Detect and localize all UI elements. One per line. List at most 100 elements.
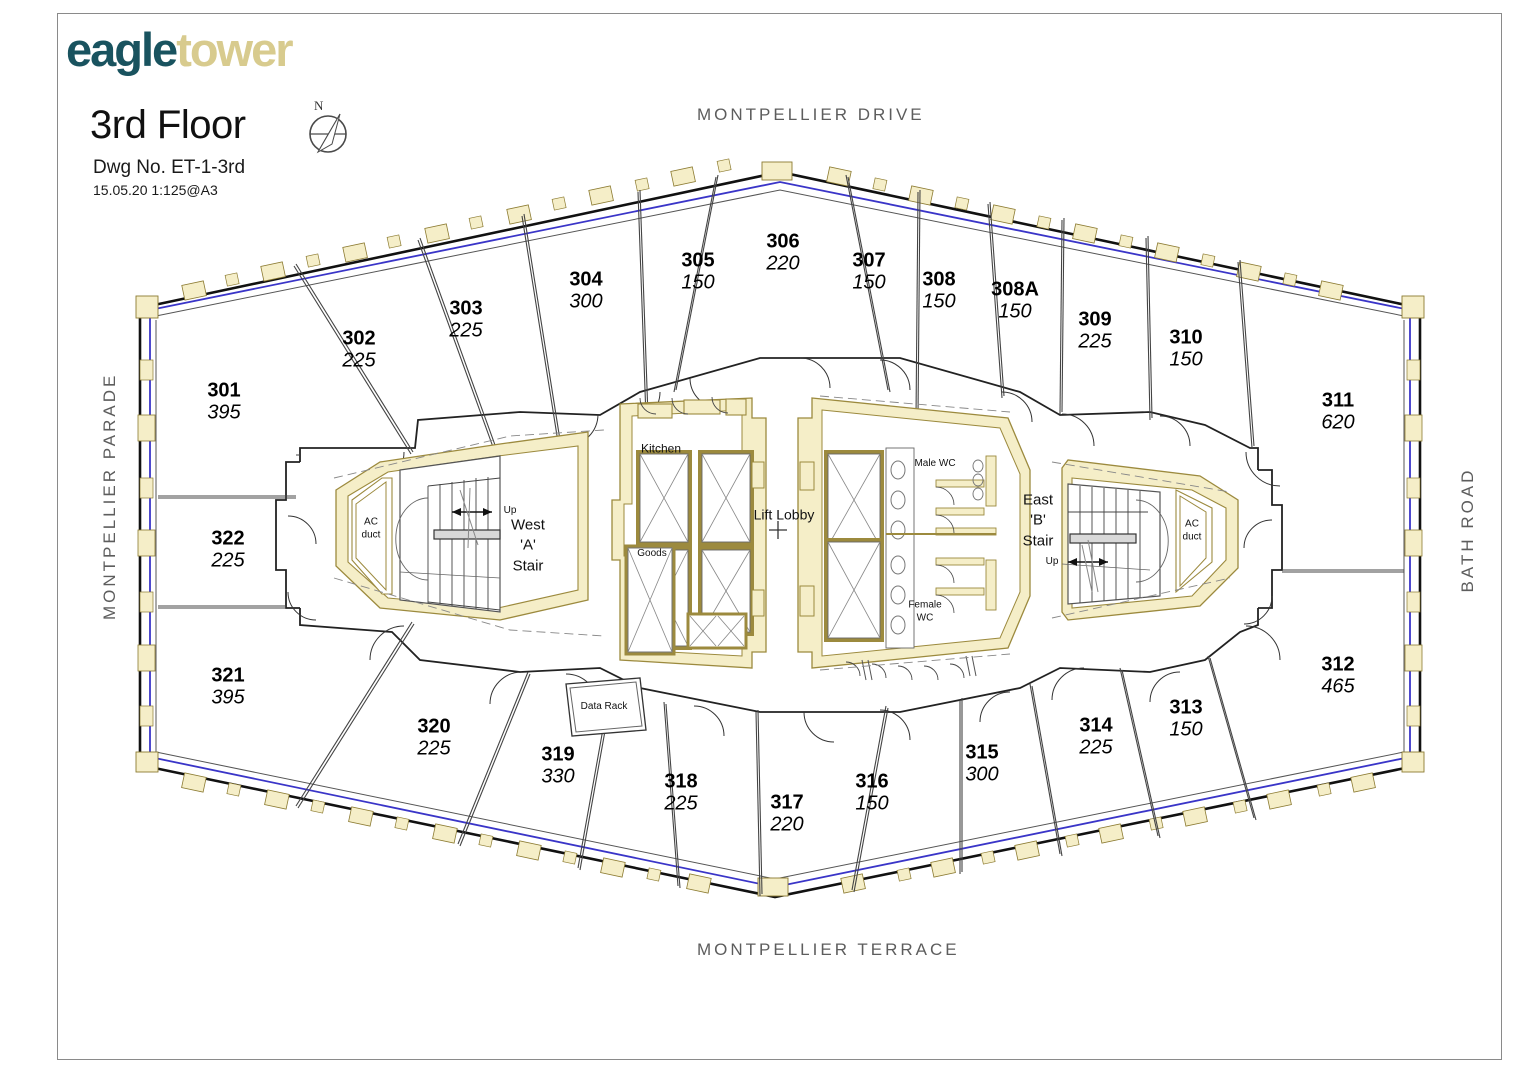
- room-area: 300: [965, 764, 999, 786]
- room-number: 313: [1169, 696, 1203, 719]
- north-arrow-icon: N: [300, 98, 362, 166]
- core-label-east-stair: East 'B' Stair: [1022, 491, 1054, 550]
- wc-block: [885, 447, 997, 649]
- room-area: 150: [1169, 719, 1203, 741]
- core-setting-out-lines: [333, 395, 1231, 671]
- compass-rose-icon: [309, 113, 347, 154]
- core-label-ac-duct-west: AC duct: [361, 516, 381, 541]
- data-rack-room: [565, 677, 647, 737]
- office-partitions: [158, 174, 1404, 897]
- room-area: 465: [1321, 676, 1355, 698]
- room-area: 225: [417, 738, 451, 760]
- room-area: 220: [766, 253, 800, 275]
- room-area: 225: [211, 550, 245, 572]
- street-label-montpellier-drive: MONTPELLIER DRIVE: [697, 105, 925, 124]
- room-area: 225: [1079, 737, 1113, 759]
- core-label-male-wc: Male WC: [914, 457, 956, 469]
- room-area: 220: [770, 814, 804, 836]
- page-title: 3rd Floor: [90, 103, 246, 147]
- room-number: 308: [922, 268, 956, 291]
- room-number: 322: [211, 527, 245, 550]
- room-number: 311: [1321, 389, 1355, 412]
- room-area: 330: [541, 766, 575, 788]
- room-area: 150: [1169, 349, 1203, 371]
- room-number: 317: [770, 791, 804, 814]
- room-number: 314: [1079, 714, 1113, 737]
- room-number: 316: [855, 770, 889, 793]
- west-stair-core: [335, 431, 589, 621]
- room-area: 225: [664, 793, 698, 815]
- corridor-wall: [275, 357, 1283, 713]
- room-area: 300: [569, 291, 603, 313]
- goods-lift: [624, 544, 676, 656]
- room-area: 225: [449, 320, 483, 342]
- eagle-tower-logo: eagletower: [66, 23, 294, 76]
- room-number: 319: [541, 743, 575, 766]
- lift-shafts-east: [824, 450, 884, 642]
- core-label-goods: Goods: [637, 547, 667, 559]
- room-number: 308A: [991, 278, 1039, 301]
- east-stair-core: [1061, 459, 1239, 621]
- room-area: 150: [922, 291, 956, 313]
- curtain-wall-mullions: [135, 158, 1425, 897]
- room-area: 225: [342, 350, 376, 372]
- room-number: 302: [342, 327, 376, 350]
- room-area: 225: [1078, 331, 1112, 353]
- core-label-female-wc: Female WC: [908, 599, 942, 624]
- room-number: 321: [211, 664, 245, 687]
- room-number: 305: [681, 249, 715, 272]
- core-label-kitchen: Kitchen: [640, 441, 682, 456]
- core-label-lift-lobby: Lift Lobby: [753, 506, 815, 523]
- room-area: 150: [998, 301, 1032, 323]
- logo-word-eagle: eagle: [66, 23, 178, 76]
- drawing-date-scale: 15.05.20 1:125@A3: [93, 182, 218, 198]
- core-label-west-stair: West 'A' Stair: [511, 516, 545, 575]
- room-area: 150: [852, 272, 886, 294]
- room-number: 320: [417, 715, 451, 738]
- core-label-up-east: Up: [1045, 555, 1059, 567]
- street-label-montpellier-terrace: MONTPELLIER TERRACE: [697, 940, 960, 959]
- logo-word-tower: tower: [176, 23, 293, 76]
- room-area: 395: [211, 687, 245, 709]
- room-number: 315: [965, 741, 999, 764]
- room-area: 620: [1321, 412, 1355, 434]
- core-label-data-rack: Data Rack: [580, 700, 628, 712]
- drawing-number: Dwg No. ET-1-3rd: [93, 157, 246, 178]
- room-number: 301: [207, 379, 241, 402]
- core-label-up-west: Up: [503, 504, 517, 516]
- room-number: 310: [1169, 326, 1203, 349]
- north-arrow-label: N: [314, 98, 324, 113]
- lobby-centre-mark: [769, 521, 787, 539]
- room-number: 312: [1321, 653, 1355, 676]
- room-number: 303: [449, 297, 483, 320]
- room-number: 309: [1078, 308, 1112, 331]
- room-number: 306: [766, 230, 800, 253]
- core-label-ac-duct-east: AC duct: [1182, 518, 1202, 543]
- room-area: 395: [207, 402, 241, 424]
